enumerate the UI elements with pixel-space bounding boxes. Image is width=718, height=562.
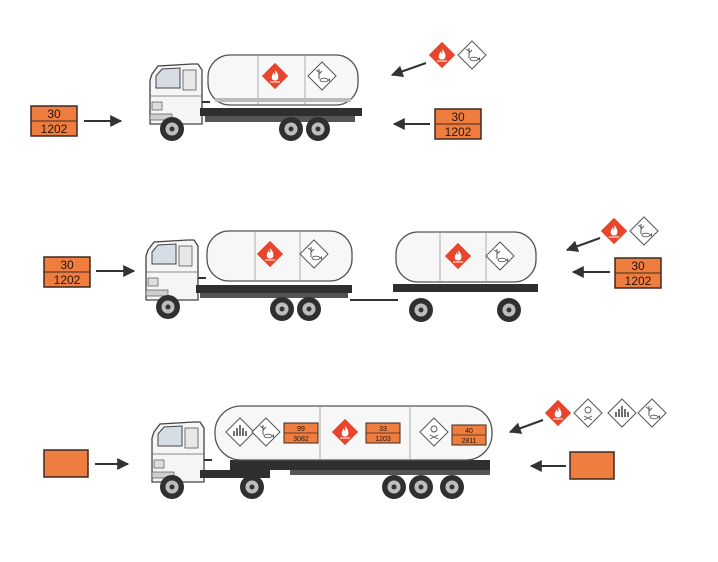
row3-environment-label-icon	[638, 399, 666, 427]
row3-label-arrow	[510, 420, 543, 432]
row1-environment-label-icon	[458, 41, 486, 69]
row2-rear-plate-un-number: 1202	[625, 274, 652, 288]
row3-plate-1-un-number: 3082	[293, 436, 309, 443]
row3-plate-2-hazard-number: 33	[379, 426, 387, 433]
row1-label-arrow	[392, 63, 426, 75]
row2-environment-label-icon	[630, 217, 658, 245]
row2-front-plate-hazard-number: 30	[60, 258, 74, 272]
row2-truck-and-trailer-tanker: 30 1202	[44, 217, 661, 322]
row3-plate-1-hazard-number: 99	[297, 426, 305, 433]
row3-compartment-plate-1: 99 3082	[284, 423, 318, 443]
row1-flammable-label-icon	[428, 41, 456, 69]
row1-front-plate-un-number: 1202	[41, 122, 68, 136]
row3-front-blank-orange-plate	[44, 450, 88, 477]
row2-label-arrow	[567, 238, 600, 250]
row3-semitrailer-multicompartment-tanker: 99 3082 33 1203 40 2811	[44, 399, 666, 499]
row3-compartment-plate-3: 40 2811	[452, 425, 486, 445]
row2-rear-plate-hazard-number: 30	[631, 259, 645, 273]
row3-compartment-plate-2: 33 1203	[366, 423, 400, 443]
row3-plate-2-un-number: 1203	[375, 436, 391, 443]
row1-front-orange-plate: 30 1202	[31, 106, 77, 136]
row1-rear-orange-plate: 30 1202	[435, 109, 481, 139]
row3-plate-3-un-number: 2811	[461, 438, 476, 445]
row2-flammable-label-icon	[600, 217, 628, 245]
row3-rear-blank-orange-plate	[570, 452, 614, 479]
row2-front-orange-plate: 30 1202	[44, 257, 90, 287]
row2-trailer	[393, 232, 538, 322]
row3-plate-3-hazard-number: 40	[465, 428, 473, 435]
row1-truck	[150, 55, 362, 141]
row2-rear-orange-plate: 30 1202	[615, 258, 661, 288]
row1-rigid-tanker: 30 1202 30	[31, 41, 486, 141]
row2-truck	[146, 231, 352, 321]
row1-rear-plate-hazard-number: 30	[451, 110, 465, 124]
row2-front-plate-un-number: 1202	[54, 273, 81, 287]
row1-rear-plate-un-number: 1202	[445, 125, 472, 139]
row1-front-plate-hazard-number: 30	[47, 107, 61, 121]
row3-corrosive-label-icon	[608, 399, 636, 427]
row3-toxic-label-icon	[574, 399, 602, 427]
row3-flammable-label-icon	[544, 399, 572, 427]
